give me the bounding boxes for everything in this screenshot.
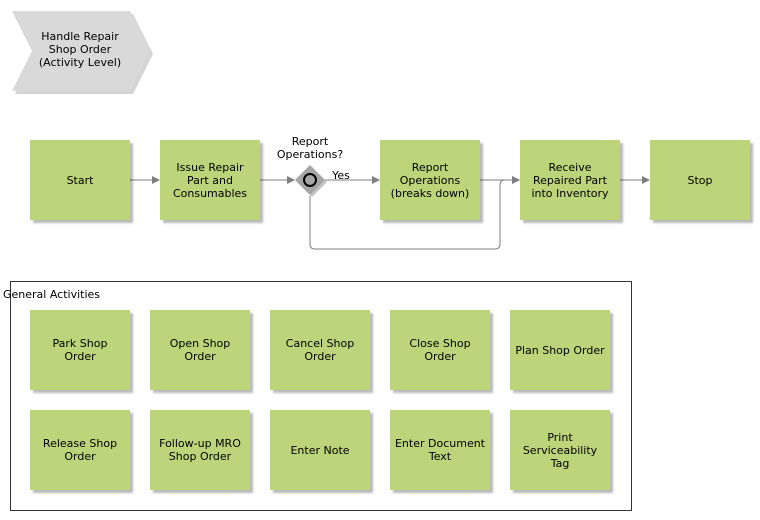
- connector-decision-bypass: [309, 176, 520, 250]
- general-activities-title: General Activities: [3, 288, 101, 301]
- park-shop-order-node[interactable]: Park Shop Order: [30, 310, 130, 390]
- follow-up-mro-shop-order-label: Follow-up MRO Shop Order: [159, 437, 241, 463]
- header-chevron: [12, 11, 150, 91]
- follow-up-mro-shop-order-node[interactable]: Follow-up MRO Shop Order: [150, 410, 250, 490]
- open-shop-order-label: Open Shop Order: [169, 337, 231, 363]
- start-node-label: Start: [66, 173, 94, 187]
- start-node[interactable]: Start: [30, 140, 130, 220]
- yes-label: Yes: [332, 169, 350, 182]
- plan-shop-order-node[interactable]: Plan Shop Order: [510, 310, 610, 390]
- issue-repair-part-node[interactable]: Issue Repair Part and Consumables: [160, 140, 260, 220]
- stop-node[interactable]: Stop: [650, 140, 750, 220]
- release-shop-order-label: Release Shop Order: [42, 437, 118, 463]
- enter-note-node[interactable]: Enter Note: [270, 410, 370, 490]
- close-shop-order-label: Close Shop Order: [409, 337, 471, 363]
- enter-note-label: Enter Note: [290, 443, 350, 457]
- receive-repaired-part-label: Receive Repaired Part into Inventory: [531, 160, 609, 200]
- open-shop-order-node[interactable]: Open Shop Order: [150, 310, 250, 390]
- cancel-shop-order-label: Cancel Shop Order: [285, 337, 355, 363]
- enter-document-text-label: Enter Document Text: [394, 437, 485, 463]
- print-serviceability-tag-node[interactable]: Print Serviceability Tag: [510, 410, 610, 490]
- park-shop-order-label: Park Shop Order: [52, 337, 108, 363]
- enter-document-text-node[interactable]: Enter Document Text: [390, 410, 490, 490]
- release-shop-order-node[interactable]: Release Shop Order: [30, 410, 130, 490]
- decision-label: Report Operations?: [276, 135, 344, 161]
- decision-gateway-circle: [303, 173, 317, 187]
- print-serviceability-tag-label: Print Serviceability Tag: [522, 430, 598, 470]
- stop-node-label: Stop: [687, 173, 713, 187]
- close-shop-order-node[interactable]: Close Shop Order: [390, 310, 490, 390]
- cancel-shop-order-node[interactable]: Cancel Shop Order: [270, 310, 370, 390]
- issue-repair-part-label: Issue Repair Part and Consumables: [172, 160, 248, 200]
- diagram-title: Handle Repair Shop Order (Activity Level…: [38, 30, 122, 69]
- receive-repaired-part-node[interactable]: Receive Repaired Part into Inventory: [520, 140, 620, 220]
- report-operations-node[interactable]: Report Operations (breaks down): [380, 140, 480, 220]
- plan-shop-order-label: Plan Shop Order: [515, 343, 605, 357]
- report-operations-label: Report Operations (breaks down): [390, 160, 470, 200]
- general-activities-group: [10, 281, 632, 511]
